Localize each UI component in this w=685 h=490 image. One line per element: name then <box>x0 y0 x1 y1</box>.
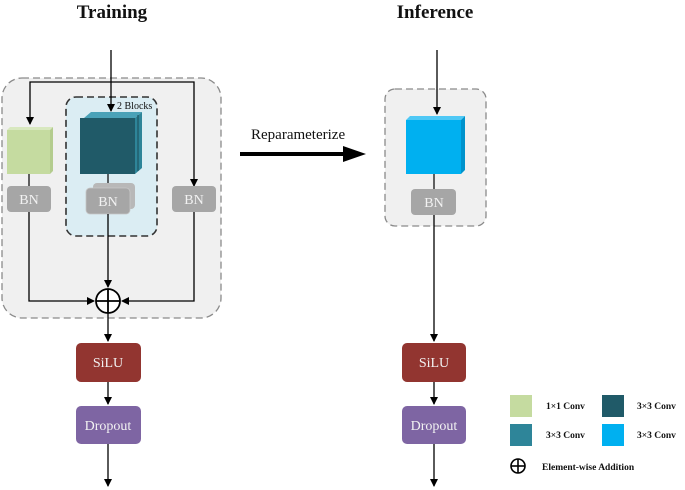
right-to-add-arrow <box>121 212 195 305</box>
legend-swatch-conv3x3-light <box>602 424 624 446</box>
bn-box-left <box>7 186 51 212</box>
bn-label-right: BN <box>184 193 203 208</box>
element-wise-addition-icon <box>95 288 121 314</box>
legend-item-conv3x3-dark: 3×3 Conv <box>602 395 676 417</box>
inference-title: Inference <box>397 2 474 23</box>
silu-box-inference <box>402 343 466 382</box>
legend-addition-label: Element-wise Addition <box>542 463 635 473</box>
legend-swatch-conv1x1 <box>510 395 532 417</box>
dropout-label-training: Dropout <box>85 419 132 434</box>
silu-box-training <box>76 343 141 382</box>
dropout-label-inference: Dropout <box>411 419 458 434</box>
legend-label: 3×3 Conv <box>637 431 676 441</box>
legend-item-addition: Element-wise Addition <box>510 458 635 474</box>
left-to-add-arrow <box>28 212 95 305</box>
conv3x3-light-cube <box>406 116 465 174</box>
legend-label: 1×1 Conv <box>546 402 585 412</box>
right-branch-arrow <box>111 81 198 187</box>
bn-box-right <box>172 186 216 212</box>
training-title: Training <box>77 2 148 23</box>
bn-label-left: BN <box>19 193 38 208</box>
conv3x3-dark-cube <box>80 112 142 174</box>
dropout-box-training <box>76 406 141 444</box>
bn-box-inference <box>411 189 456 215</box>
legend-swatch-conv3x3-mid <box>510 424 532 446</box>
legend-label: 3×3 Conv <box>637 402 676 412</box>
legend-item-conv3x3-light: 3×3 Conv <box>602 424 676 446</box>
two-blocks-label: 2 Blocks <box>117 101 152 112</box>
reparameterize-label: Reparameterize <box>251 127 345 143</box>
silu-label-training: SiLU <box>93 356 123 371</box>
legend: 1×1 Conv 3×3 Conv 3×3 Conv 3×3 Conv Elem… <box>510 395 676 474</box>
legend-item-conv1x1: 1×1 Conv <box>510 395 585 417</box>
reparameterize-arrow <box>240 146 366 162</box>
addition-icon <box>510 458 526 474</box>
silu-label-inference: SiLU <box>419 356 449 371</box>
bn-label-middle: BN <box>98 195 117 210</box>
legend-item-conv3x3-mid: 3×3 Conv <box>510 424 585 446</box>
bn-label-inference: BN <box>424 196 443 211</box>
legend-swatch-conv3x3-dark <box>602 395 624 417</box>
conv1x1-cube <box>7 127 53 174</box>
dropout-box-inference <box>402 406 466 444</box>
training-block: 2 Blocks BN BN BN <box>1 50 222 319</box>
left-branch-arrow <box>26 81 111 125</box>
legend-label: 3×3 Conv <box>546 431 585 441</box>
